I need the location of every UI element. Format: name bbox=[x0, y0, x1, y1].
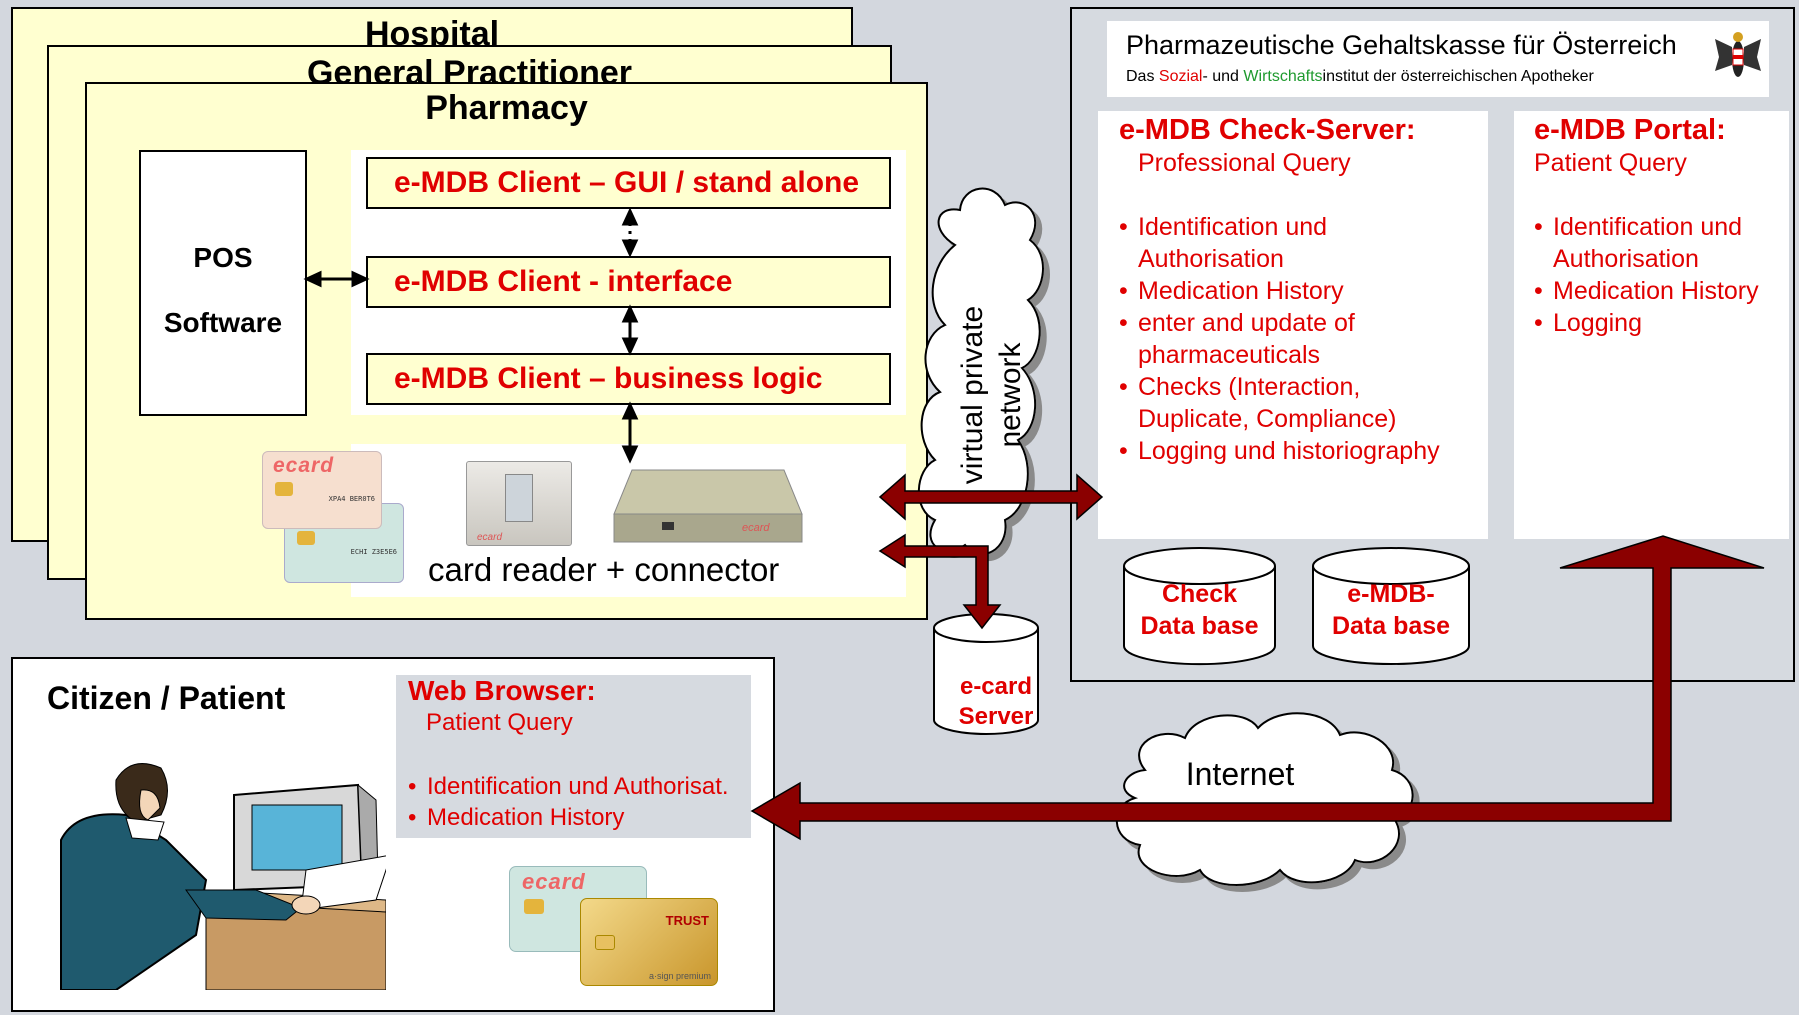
client-gui-label: e-MDB Client – GUI / stand alone bbox=[394, 166, 860, 199]
ecard-server-line2: Server bbox=[959, 703, 1034, 730]
card-reader-label: card reader + connector bbox=[428, 551, 780, 588]
check-server-item: Checks (Interaction, Duplicate, Complian… bbox=[1119, 371, 1459, 435]
trust-sub: a·sign premium bbox=[648, 971, 711, 981]
check-server-subtitle: Professional Query bbox=[1138, 149, 1351, 177]
check-server-item: Logging und historiography bbox=[1119, 435, 1459, 467]
portal-title: e-MDB Portal: bbox=[1534, 114, 1726, 146]
chip-icon bbox=[275, 482, 293, 496]
portal-item: Logging bbox=[1534, 307, 1789, 339]
check-database: Check Data base bbox=[1122, 546, 1277, 666]
chip-icon bbox=[297, 531, 315, 545]
database-icon bbox=[1312, 547, 1470, 665]
vpn-double-arrow bbox=[878, 473, 1104, 521]
portal-list: Identification und AuthorisationMedicati… bbox=[1534, 211, 1789, 339]
internet-label: Internet bbox=[1186, 756, 1295, 792]
citizen-trust-card: TRUST a·sign premium bbox=[580, 898, 718, 986]
client-gui-box: e-MDB Client – GUI / stand alone bbox=[366, 157, 891, 209]
austria-eagle-icon bbox=[1715, 32, 1761, 77]
software-label: Software bbox=[163, 307, 283, 338]
sub-mid: - und bbox=[1202, 68, 1244, 85]
emdb-db-line1: e-MDB- bbox=[1347, 580, 1435, 608]
connector-shape bbox=[613, 469, 803, 543]
check-server-item: Medication History bbox=[1119, 275, 1459, 307]
ecard-server-arrow bbox=[878, 533, 1002, 630]
person-at-computer-illustration bbox=[60, 763, 386, 990]
check-server-list: Identification und AuthorisationMedicati… bbox=[1119, 211, 1459, 467]
network-arrows bbox=[750, 473, 1765, 841]
portal-subtitle: Patient Query bbox=[1534, 149, 1687, 177]
card-number-2: ECHI Z3E5E6 bbox=[350, 548, 397, 556]
connector-brand: ecard bbox=[742, 522, 770, 534]
portal-panel: e-MDB Portal: Patient Query Identificati… bbox=[1514, 111, 1789, 539]
citizen-ecard-logo: ecard bbox=[522, 869, 586, 894]
browser-subtitle: Patient Query bbox=[426, 709, 573, 736]
internet-cloud bbox=[1115, 712, 1414, 886]
chip-icon bbox=[595, 935, 615, 950]
client-business-box: e-MDB Client – business logic bbox=[366, 353, 891, 405]
check-server-item: enter and update of pharmaceuticals bbox=[1119, 307, 1459, 371]
ecard-server-line1: e-card bbox=[960, 673, 1032, 700]
sub-pre: Das bbox=[1126, 68, 1159, 85]
sub-post: institut der österreichischen Apotheker bbox=[1322, 68, 1594, 85]
pos-software-box: POS Software bbox=[139, 150, 307, 416]
check-server-item: Identification und Authorisation bbox=[1119, 211, 1459, 275]
portal-item: Medication History bbox=[1534, 275, 1789, 307]
vpn-line2: network bbox=[994, 341, 1027, 447]
browser-item: Identification und Authorisat. bbox=[408, 771, 753, 802]
card-reader-device: ecard bbox=[466, 461, 572, 546]
sub-sozial: Sozial bbox=[1158, 68, 1203, 85]
internal-arrows bbox=[303, 207, 639, 464]
client-business-label: e-MDB Client – business logic bbox=[394, 362, 823, 395]
ecard-logo: ecard bbox=[273, 454, 335, 477]
pharmacy-title: Pharmacy bbox=[425, 89, 588, 127]
database-icon bbox=[1123, 547, 1276, 666]
browser-item: Medication History bbox=[408, 802, 753, 833]
pos-label: POS bbox=[193, 242, 253, 273]
sub-wirtschaft: Wirtschafts bbox=[1243, 68, 1323, 85]
card-slot bbox=[505, 474, 533, 522]
emdb-database: e-MDB- Data base bbox=[1311, 546, 1471, 666]
trust-logo: TRUST bbox=[665, 913, 709, 928]
citizen-title: Citizen / Patient bbox=[47, 680, 286, 716]
reader-brand: ecard bbox=[477, 532, 503, 543]
client-interface-label: e-MDB Client - interface bbox=[394, 265, 733, 298]
pgk-header: Pharmazeutische Gehaltskasse für Österre… bbox=[1107, 21, 1769, 97]
vpn-label: virtual private network bbox=[956, 306, 1027, 484]
check-server-panel: e-MDB Check-Server: Professional Query I… bbox=[1098, 111, 1488, 539]
check-db-line1: Check bbox=[1161, 580, 1238, 608]
check-server-title: e-MDB Check-Server: bbox=[1119, 114, 1416, 146]
chip-icon bbox=[524, 899, 544, 914]
vpn-line1: virtual private bbox=[956, 306, 989, 484]
check-db-line2: Data base bbox=[1140, 612, 1259, 640]
pgk-header-title: Pharmazeutische Gehaltskasse für Österre… bbox=[1126, 30, 1677, 60]
browser-list: Identification und Authorisat.Medication… bbox=[408, 771, 753, 833]
emdb-db-line2: Data base bbox=[1331, 612, 1451, 640]
ecard-front: ecard XPA4 BER0T6 bbox=[262, 451, 382, 529]
internet-arrow bbox=[750, 535, 1765, 841]
client-interface-box: e-MDB Client - interface bbox=[366, 256, 891, 308]
browser-title: Web Browser: bbox=[408, 675, 596, 706]
card-number-1: XPA4 BER0T6 bbox=[328, 495, 375, 503]
ecard-server-db bbox=[933, 613, 1039, 735]
pgk-header-subtitle: Das Sozial- und Wirtschaftsinstitut der … bbox=[1126, 68, 1594, 86]
connector-device: ecard bbox=[612, 462, 804, 546]
web-browser-panel: Web Browser: Patient Query Identificatio… bbox=[396, 675, 751, 838]
portal-item: Identification und Authorisation bbox=[1534, 211, 1789, 275]
